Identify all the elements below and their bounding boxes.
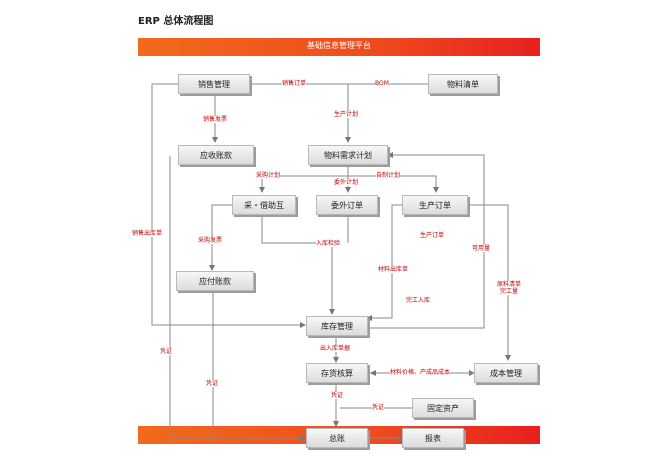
production-to-inventory [366,204,402,321]
node-purchase[interactable]: 采・借助互 [232,195,296,215]
receivable-to-ledger [169,156,306,441]
label-material-cost: 原料清单完工量 [496,281,522,295]
label-production-order: 生产订单 [420,232,445,239]
label-purchase-invoice: 采购发票 [198,237,223,244]
label-finished-inbound: 完工入库 [406,297,431,304]
bom-connector [345,83,428,143]
label-self-plan: 自制计划 [376,172,401,179]
inventory-to-mrp [368,152,485,329]
page-title: ERP 总体流程图 [138,16,214,27]
label-cost-price: 材料价格、产成品成本 [390,369,451,376]
label-bom: BOM [375,80,389,87]
node-mrp[interactable]: 物料需求计划 [308,145,388,165]
label-voucher-stock: 凭证 [331,392,344,399]
label-voucher-left: 凭证 [160,348,173,355]
label-in-out-docs: 出入库单据 [320,345,351,352]
node-report[interactable]: 报表 [402,428,464,448]
label-sales-invoice: 销售发票 [203,116,228,123]
node-fixed-assets[interactable]: 固定资产 [412,398,474,418]
label-sales-outbound: 销售出库单 [132,230,163,237]
label-inbound-check: 入库检验 [316,240,341,247]
label-voucher-mid: 凭证 [206,380,219,387]
mrp-branch [259,166,349,193]
purchase-to-inventory [261,217,335,315]
label-production-plan: 生产计划 [334,111,359,118]
label-available: 可用量 [472,245,491,252]
node-outsource[interactable]: 委外订单 [316,195,378,215]
label-purchase-plan: 采购计划 [256,172,281,179]
node-inventory[interactable]: 库存管理 [306,316,368,336]
node-stock-accounting[interactable]: 存货核算 [306,363,368,383]
sales-to-inventory [151,83,306,328]
label-voucher-asset: 凭证 [372,404,385,411]
node-payable[interactable]: 应付账款 [176,271,254,291]
platform-band-label: 基础信息管理平台 [307,41,371,50]
node-receivable[interactable]: 应收账款 [178,145,254,165]
production-to-cost [468,204,511,361]
node-sales[interactable]: 销售管理 [178,74,250,94]
node-ledger[interactable]: 总账 [306,428,368,448]
label-outsource-plan: 委外计划 [334,179,359,186]
purchase-to-payable [209,204,232,271]
label-material-outbound: 材料出库单 [378,266,409,273]
node-cost[interactable]: 成本管理 [474,363,538,383]
platform-band: 基础信息管理平台 [138,38,540,56]
node-bom-list[interactable]: 物料清单 [428,74,498,94]
node-production[interactable]: 生产订单 [402,195,468,215]
label-sales-order: 销售订单 [282,80,307,87]
